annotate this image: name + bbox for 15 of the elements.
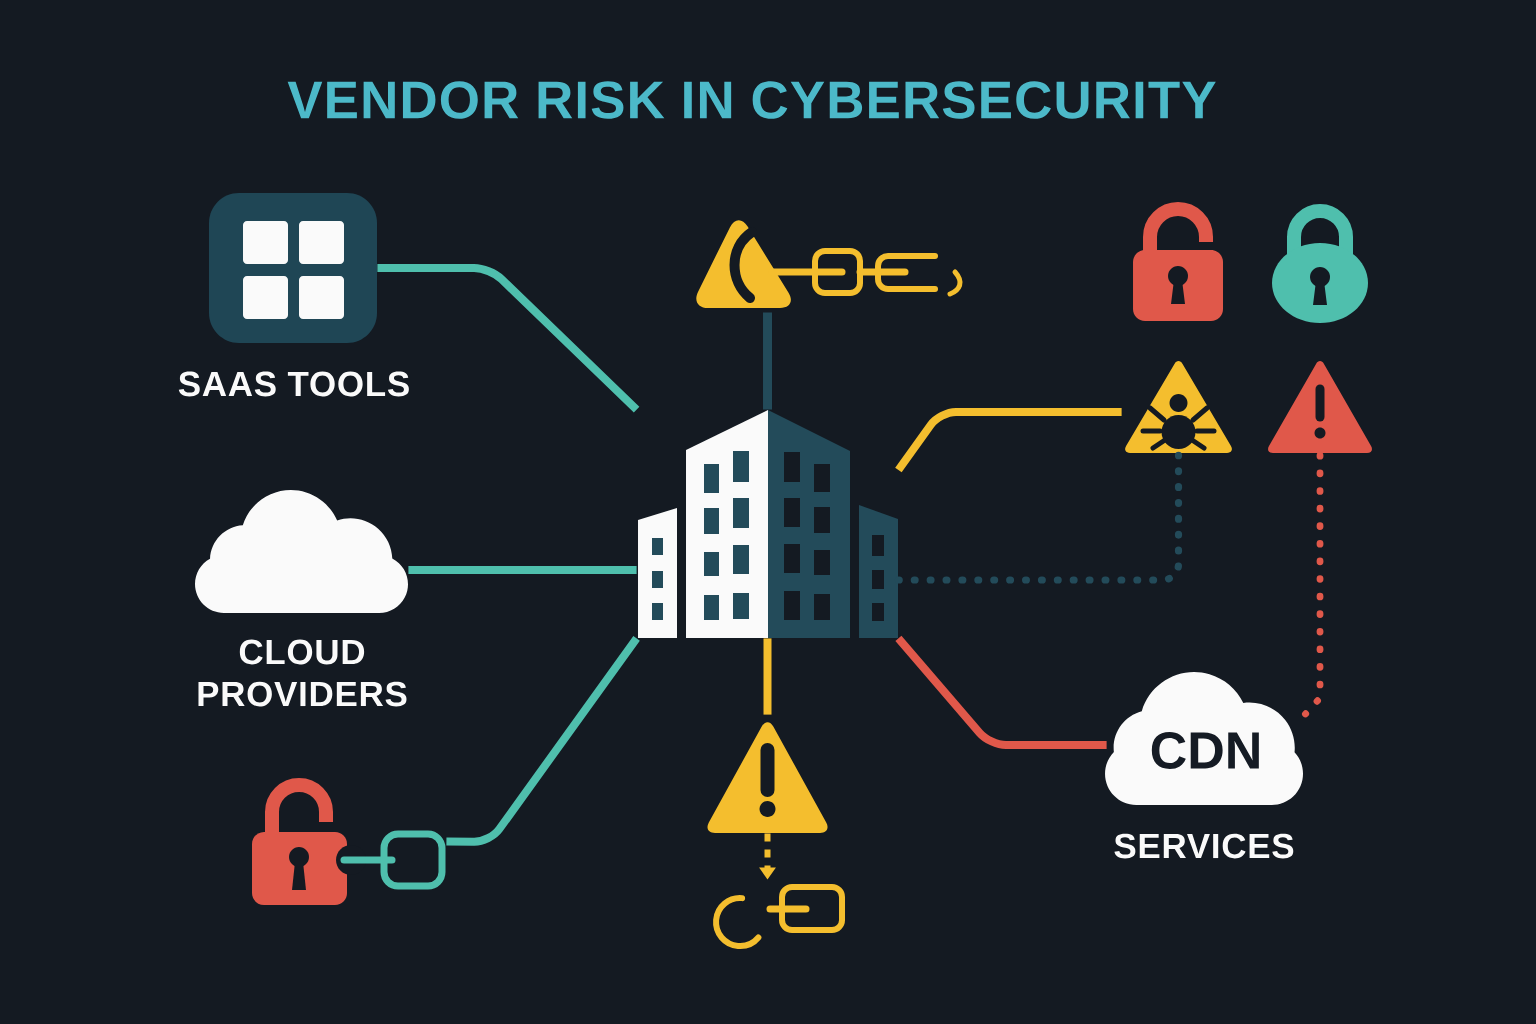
title: VENDOR RISK IN CYBERSECURITY (287, 81, 1216, 119)
padlock-chain-icon (252, 778, 446, 905)
connector-line (763, 312, 772, 410)
warning-icon (707, 722, 828, 833)
dotted-line (894, 451, 1183, 584)
dotted-line (1302, 452, 1324, 718)
office-building-picture (638, 410, 898, 638)
node-label: SAAS TOOLS (178, 371, 409, 397)
broken-chain-icon (713, 884, 845, 949)
bug-warning-icon (1125, 361, 1232, 453)
broken-chain-icon (696, 220, 963, 308)
node-label: SERVICES (1114, 833, 1294, 859)
node-label: CLOUD PROVIDERS (198, 639, 407, 707)
warning-icon (1268, 361, 1372, 453)
cloud: CDN (1105, 672, 1303, 805)
